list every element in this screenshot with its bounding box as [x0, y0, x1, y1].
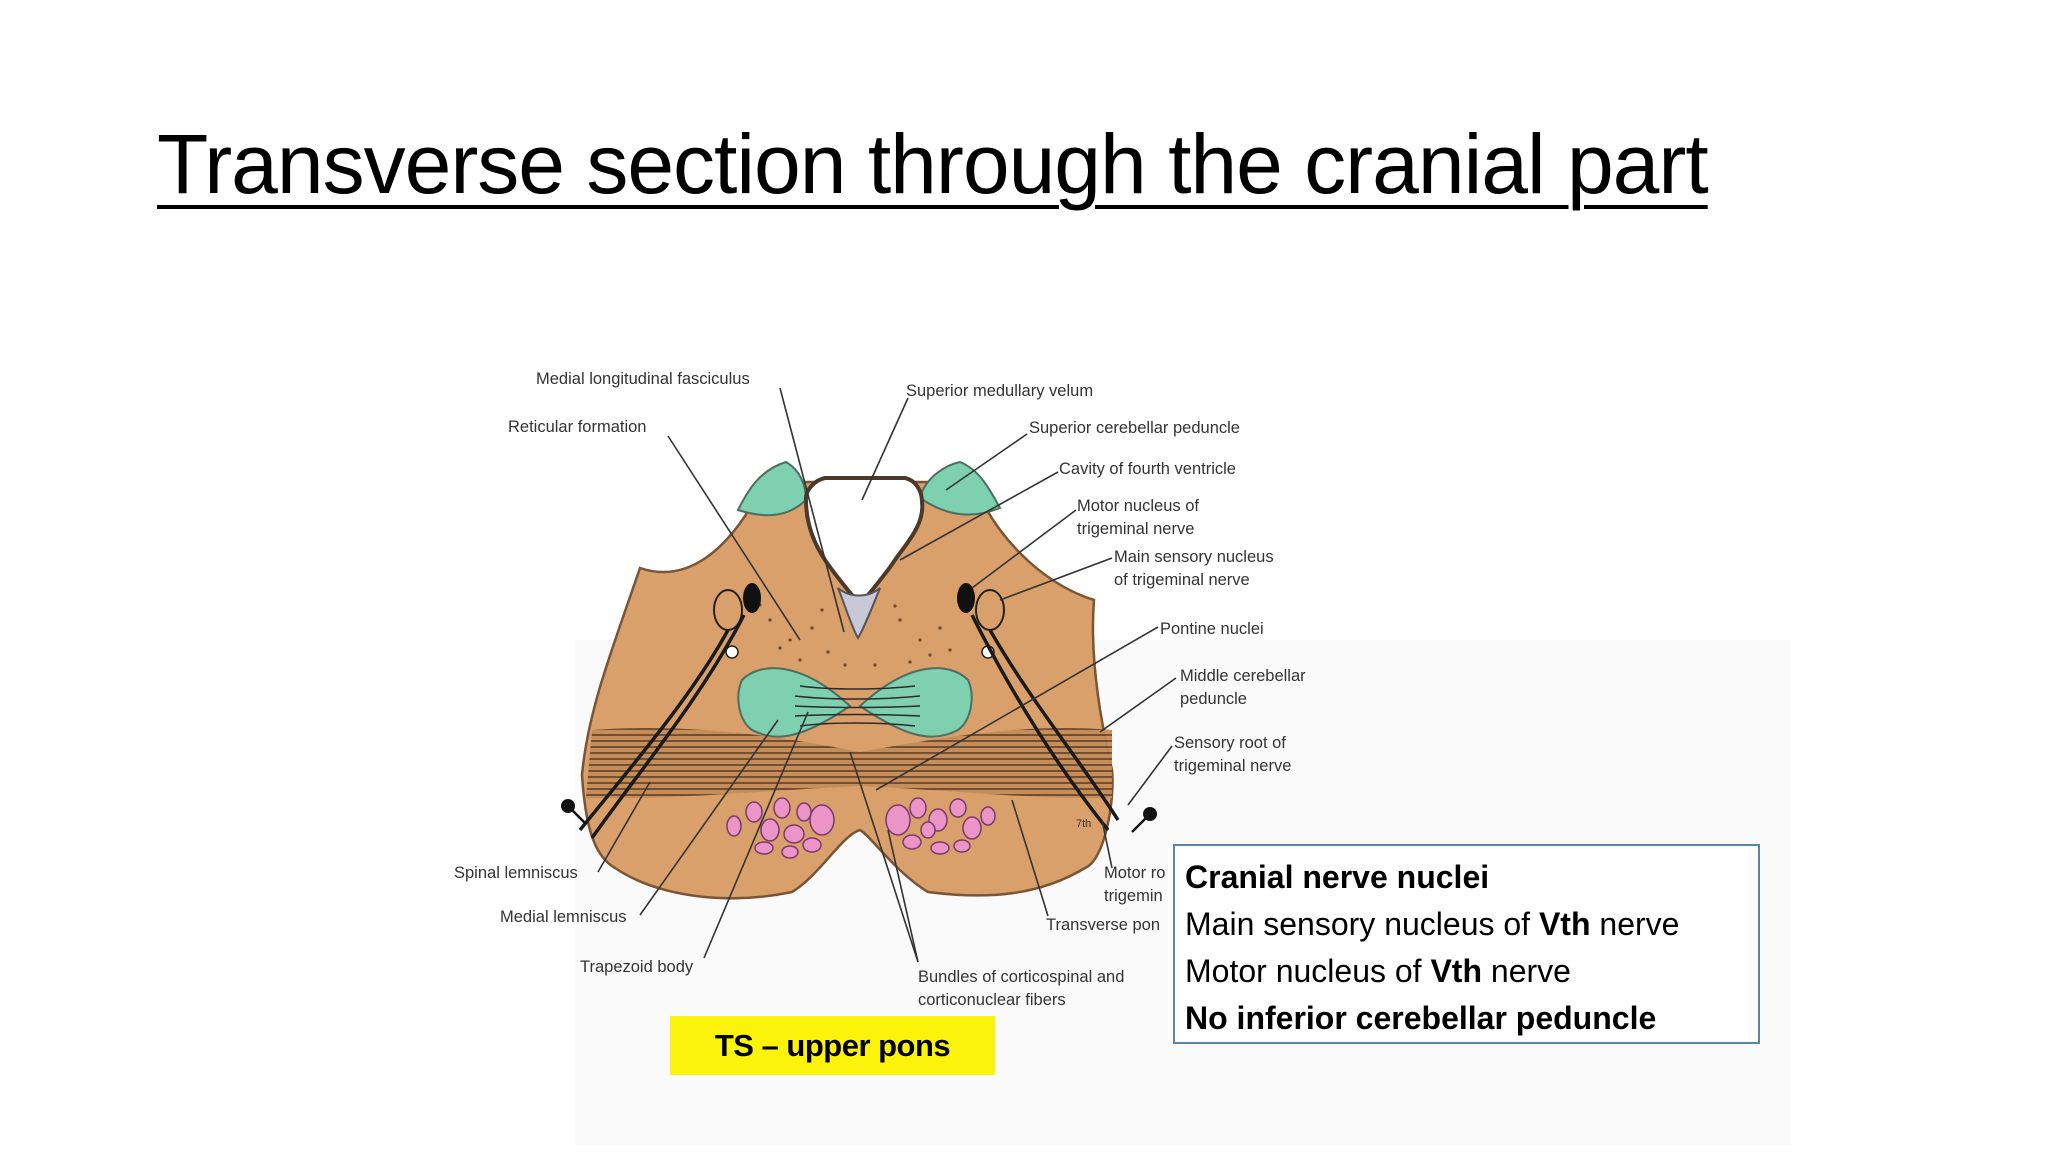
nuclei-box-heading: Cranial nerve nuclei: [1185, 859, 1490, 895]
label-small-mark: 7th: [1076, 818, 1091, 830]
label-superior-medullary-velum: Superior medullary velum: [906, 382, 1093, 400]
label-motor-nucleus-line1: Motor nucleus of: [1077, 497, 1199, 515]
trapezoid-body-left: [737, 667, 852, 738]
superior-cerebellar-peduncle-right: [918, 460, 1002, 516]
label-bundles-line2: corticonuclear fibers: [918, 991, 1066, 1009]
trigeminal-nerve-roots: [578, 614, 1120, 840]
label-pontine-nuclei: Pontine nuclei: [1160, 620, 1264, 638]
label-bundles-line1: Bundles of corticospinal and: [918, 968, 1124, 986]
medial-longitudinal-fasciculus: [837, 587, 881, 640]
label-superior-cerebellar-peduncle: Superior cerebellar peduncle: [1029, 419, 1240, 437]
label-medial-lemniscus: Medial lemniscus: [500, 908, 627, 926]
label-reticular-formation: Reticular formation: [508, 418, 646, 436]
label-middle-peduncle-line2: peduncle: [1180, 690, 1247, 708]
label-main-sensory-line1: Main sensory nucleus: [1114, 548, 1274, 566]
trapezoid-fibres: [794, 685, 921, 727]
superior-cerebellar-peduncle-left: [736, 460, 808, 517]
motor-nucleus-right: [957, 583, 975, 613]
nuclei-box-line-main-sensory: Main sensory nucleus of Vth nerve: [1185, 906, 1680, 942]
nuclei-box-line-motor: Motor nucleus of Vth nerve: [1185, 953, 1571, 989]
reticular-formation-dots: [758, 603, 962, 667]
label-middle-peduncle-line1: Middle cerebellar: [1180, 667, 1306, 685]
transverse-pontine-fibres: [586, 728, 1112, 799]
leader-lines: [597, 387, 1177, 963]
lemniscus-circle-left: [725, 645, 739, 659]
label-trapezoid-body: Trapezoid body: [580, 958, 694, 976]
label-motor-root-line2: trigemin: [1104, 887, 1163, 905]
label-medial-longitudinal-fasciculus: Medial longitudinal fasciculus: [536, 370, 750, 388]
corticospinal-bundles: [726, 797, 996, 859]
section-caption: TS – upper pons: [670, 1016, 995, 1075]
motor-nucleus-left: [743, 583, 761, 613]
label-main-sensory-line2: of trigeminal nerve: [1114, 571, 1250, 589]
label-cavity-fourth-ventricle: Cavity of fourth ventricle: [1059, 460, 1236, 478]
label-motor-nucleus-line2: trigeminal nerve: [1077, 520, 1194, 538]
slide-title: Transverse section through the cranial p…: [157, 117, 1709, 211]
diagram-labels: Medial longitudinal fasciculus Reticular…: [454, 370, 1306, 1009]
trapezoid-body-right: [858, 667, 973, 738]
label-transverse-pontine: Transverse pon: [1046, 916, 1160, 934]
cranial-nerve-nuclei-box: Cranial nerve nuclei Main sensory nucleu…: [1173, 844, 1760, 1044]
caption-text: TS – upper pons: [714, 1027, 951, 1063]
label-sensory-root-line1: Sensory root of: [1174, 734, 1286, 752]
nuclei-box-line-no-inferior: No inferior cerebellar peduncle: [1185, 1000, 1657, 1036]
label-sensory-root-line2: trigeminal nerve: [1174, 757, 1291, 775]
label-motor-root-line1: Motor ro: [1104, 864, 1165, 882]
label-spinal-lemniscus: Spinal lemniscus: [454, 864, 578, 882]
